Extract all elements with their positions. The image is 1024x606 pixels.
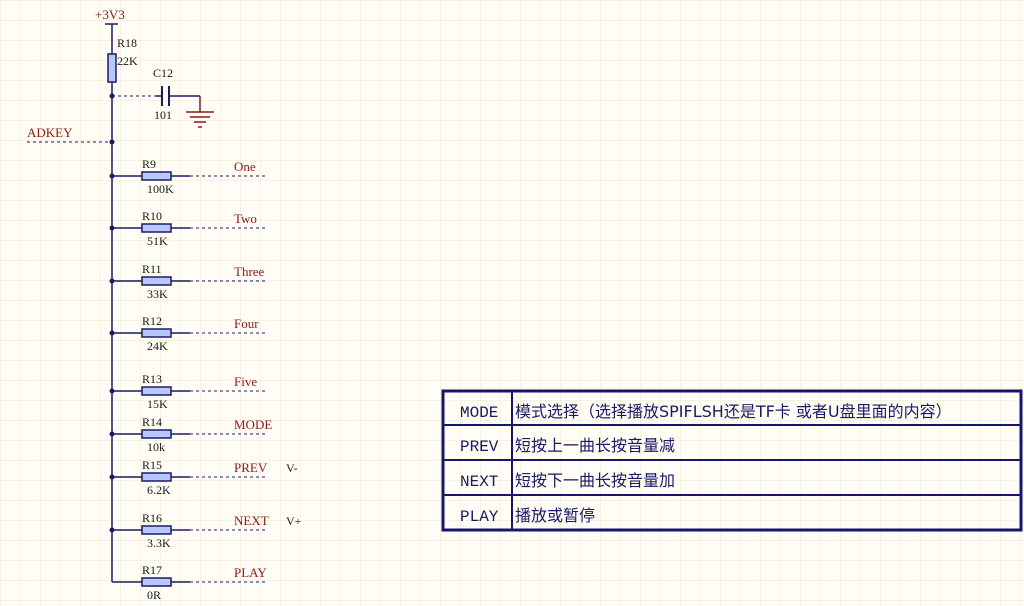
resistor-body (141, 276, 172, 286)
net-label-play[interactable]: PLAY (234, 565, 267, 580)
net-note: V+ (286, 514, 302, 528)
resistor-value: 33K (147, 287, 168, 301)
net-note: V- (286, 461, 298, 475)
resistor-r12[interactable]: R12 24K Four (109, 314, 269, 353)
resistor-ref: R12 (142, 314, 162, 328)
resistor-body (141, 429, 172, 439)
capacitor-c12[interactable]: C12 101 (112, 66, 200, 122)
resistor-r16[interactable]: R16 3.3K NEXT V+ (109, 511, 302, 550)
resistor-body (141, 328, 172, 338)
resistor-body (141, 171, 172, 181)
net-adkey-label: ADKEY (27, 125, 73, 140)
ground-symbol (186, 96, 214, 128)
resistor-r11[interactable]: R11 33K Three (109, 262, 269, 301)
net-label-next[interactable]: NEXT (234, 513, 269, 528)
resistor-body (141, 223, 172, 233)
resistor-value: 24K (147, 339, 168, 353)
net-label-five[interactable]: Five (234, 374, 257, 389)
resistor-ref: R9 (142, 157, 156, 171)
table-desc: 播放或暂停 (515, 506, 595, 525)
net-label-prev[interactable]: PREV (234, 460, 268, 475)
resistor-value: 6.2K (147, 483, 171, 497)
junction-dot (109, 139, 115, 145)
table-key: NEXT (460, 473, 498, 491)
resistor-ref: R10 (142, 209, 162, 223)
function-table: MODE 模式选择（选择播放SPIFLSH还是TF卡 或者U盘里面的内容） PREV… (441, 389, 1023, 532)
resistor-value: 0R (147, 588, 161, 602)
resistor-value: 51K (147, 234, 168, 248)
c12-ref: C12 (153, 66, 173, 80)
resistor-body (141, 472, 172, 482)
resistor-r17[interactable]: R17 0R PLAY (112, 563, 268, 602)
table-row: NEXT 短按下一曲长按音量加 (460, 471, 675, 491)
table-desc: 模式选择（选择播放SPIFLSH还是TF卡 或者U盘里面的内容） (515, 402, 952, 421)
resistor-r14[interactable]: R14 10k MODE (109, 415, 273, 454)
resistor-ref: R11 (142, 262, 162, 276)
table-key: PREV (460, 438, 499, 456)
r18-value: 22K (117, 54, 138, 68)
net-label-three[interactable]: Three (234, 264, 265, 279)
table-row: PLAY 播放或暂停 (460, 506, 595, 526)
resistor-r9[interactable]: R9 100K One (109, 157, 269, 196)
net-label-one[interactable]: One (234, 159, 256, 174)
table-row: MODE 模式选择（选择播放SPIFLSH还是TF卡 或者U盘里面的内容） (460, 402, 952, 422)
resistor-r10[interactable]: R10 51K Two (109, 209, 269, 248)
resistor-ref: R13 (142, 372, 162, 386)
net-label-two[interactable]: Two (234, 211, 257, 226)
resistor-r15[interactable]: R15 6.2K PREV V- (109, 458, 298, 497)
net-adkey[interactable]: ADKEY (27, 125, 112, 143)
resistor-ref: R15 (142, 458, 162, 472)
table-row: PREV 短按上一曲长按音量减 (460, 436, 675, 456)
power-label: +3V3 (95, 7, 125, 22)
resistor-value: 10k (147, 440, 165, 454)
resistor-ref: R14 (142, 415, 162, 429)
resistor-value: 100K (147, 182, 174, 196)
resistor-ref: R17 (142, 563, 162, 577)
r18-ref: R18 (117, 36, 137, 50)
resistor-value: 15K (147, 397, 168, 411)
table-key: PLAY (460, 508, 499, 526)
resistor-ref: R16 (142, 511, 162, 525)
resistor-body (141, 386, 172, 396)
table-desc: 短按下一曲长按音量加 (515, 471, 675, 490)
junction-dot (109, 93, 115, 99)
resistor-r13[interactable]: R13 15K Five (109, 372, 269, 411)
resistor-body (141, 577, 172, 587)
c12-value: 101 (154, 108, 172, 122)
table-key: MODE (460, 404, 498, 422)
resistor-value: 3.3K (147, 536, 171, 550)
net-label-four[interactable]: Four (234, 316, 259, 331)
resistor-body (141, 525, 172, 535)
resistor-ladder: R9100KOneR1051KTwoR1133KThreeR1224KFourR… (109, 157, 302, 602)
net-label-mode[interactable]: MODE (234, 417, 272, 432)
table-desc: 短按上一曲长按音量减 (515, 436, 675, 455)
power-port: +3V3 (95, 7, 125, 42)
